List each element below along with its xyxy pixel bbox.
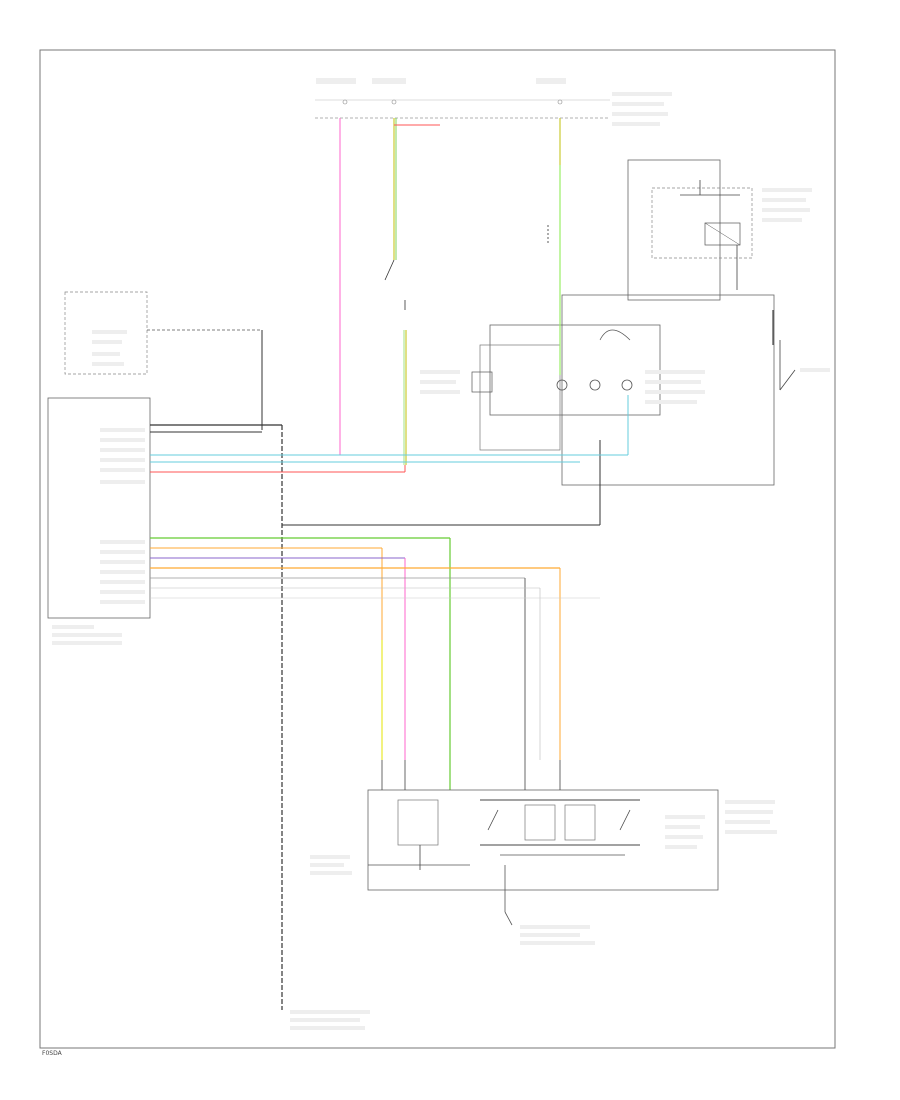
fuse-3	[557, 99, 563, 105]
diagram-frame	[39, 49, 836, 1049]
connector-pin-3	[621, 379, 633, 391]
footer-code: F0SDA	[42, 1050, 63, 1057]
wires	[150, 118, 629, 1010]
speed-control-module	[47, 397, 151, 645]
lower-switch-assembly	[310, 760, 777, 945]
connector-pin-2	[589, 379, 601, 391]
connector-pin-1	[556, 379, 568, 391]
data-link-connector	[64, 291, 263, 430]
center-module	[420, 294, 830, 486]
fuse-2	[391, 99, 397, 105]
fuse-1	[342, 99, 348, 105]
relay-box-upper-right	[627, 159, 812, 301]
fuse-panel	[315, 78, 672, 126]
